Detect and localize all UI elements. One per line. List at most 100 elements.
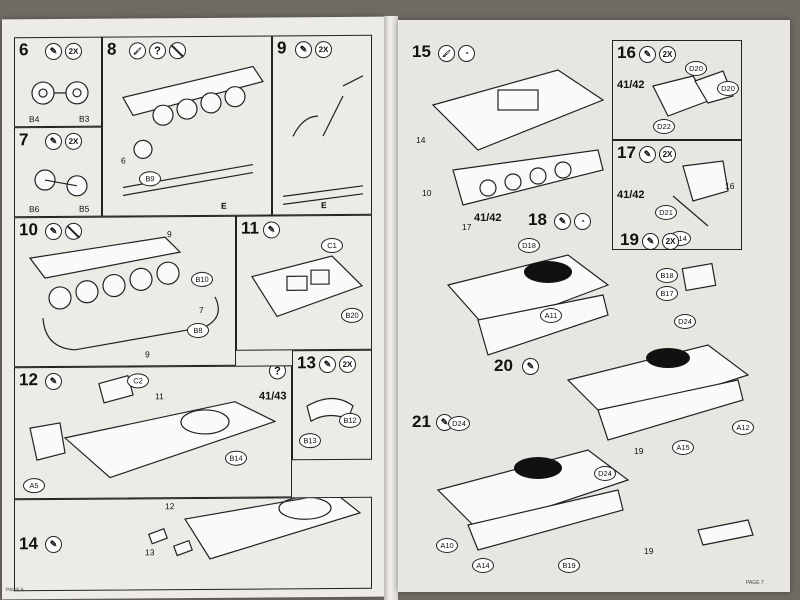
part-callout: A14 <box>472 558 494 573</box>
step-7-panel: 7 2X B6 B5 <box>14 126 102 218</box>
paint-reference: 41/42 <box>617 79 645 91</box>
part-label: 10 <box>422 188 432 198</box>
glue-icon <box>642 233 659 250</box>
part-label: 6 <box>121 155 126 166</box>
wheel-axle-diagram <box>34 169 88 197</box>
step-number: 21 <box>412 412 431 431</box>
part-label: 17 <box>462 222 472 232</box>
glue-icon <box>522 358 539 375</box>
page-footer: PAGE 7 <box>746 580 764 586</box>
glue-icon <box>554 213 571 230</box>
step-16-panel: 16 2X 41/42 D20 D20 D22 <box>612 40 742 140</box>
part-label: 14 <box>416 135 426 145</box>
hull-upper-diagram <box>431 69 605 206</box>
paint-reference: 41/43 <box>259 390 287 403</box>
step-14-panel: 14 12 13 <box>14 496 372 592</box>
step-6-panel: 6 2X B4 B3 <box>14 36 102 128</box>
step-number: 15 <box>412 42 431 61</box>
step-10-panel: 10 9 B10 7 B8 9 <box>14 215 236 368</box>
quantity-badge: 2X <box>662 233 679 250</box>
hull-rails-diagram <box>566 344 750 441</box>
step-number: 18 <box>528 210 547 229</box>
paint-reference: 41/42 <box>617 189 645 201</box>
hull-track-diagram <box>28 236 219 351</box>
part-label: 16 <box>725 181 735 191</box>
step-12-panel: 12 C2 11 B14 A5 ? 41/43 <box>14 365 292 500</box>
clock-icon: ◔ <box>458 45 475 62</box>
part-label: 13 <box>145 547 155 558</box>
part-label: 9 <box>167 229 172 240</box>
glue-icon <box>639 146 656 163</box>
part-label: E <box>321 200 327 211</box>
quantity-badge: 2X <box>659 146 676 163</box>
paint-reference: 41/42 <box>474 212 502 224</box>
wheel-diagram <box>31 81 89 105</box>
part-callout: A12 <box>732 420 754 435</box>
step-19-panel: 19 2X B18 B17 <box>616 228 742 312</box>
part-label: B4 <box>29 114 40 125</box>
hull-assembly-diagram <box>446 254 610 356</box>
part-callout: D18 <box>518 238 540 253</box>
part-label: 11 <box>155 391 164 402</box>
step-21-panel: 21 D24 D24 A10 A14 B19 19 <box>408 410 778 580</box>
part-label: 19 <box>644 546 654 556</box>
step-13-panel: 13 2X B13 B12 <box>292 349 372 461</box>
right-page: 15 ◔ 14 10 16 2X 41/42 D20 D20 D22 17 2X… <box>398 20 790 592</box>
part-callout: B10 <box>191 271 213 288</box>
step-8-panel: 8 ? 6 B9 E <box>102 35 272 217</box>
step-20-panel: 20 D24 A15 A12 19 <box>478 310 778 460</box>
part-label: 19 <box>634 446 644 456</box>
hull-wheels-diagram <box>122 65 264 197</box>
part-callout: B12 <box>339 412 361 428</box>
part-callout: B14 <box>225 450 247 466</box>
part-callout: D22 <box>653 119 675 134</box>
step-15-panel: 15 ◔ 14 10 <box>408 40 614 210</box>
box-assembly-diagram <box>672 160 729 227</box>
part-callout: D24 <box>594 466 616 481</box>
step-9-panel: 9 2X E <box>272 34 372 216</box>
part-label: B6 <box>29 204 40 215</box>
part-callout: A15 <box>672 440 694 455</box>
part-label: 12 <box>165 501 175 512</box>
step-17-panel: 17 2X 41/42 16 D21 D14 <box>612 140 742 250</box>
page-gutter <box>384 16 398 600</box>
part-callout: C1 <box>321 237 343 254</box>
part-callout: D20 <box>685 61 707 76</box>
part-callout: B9 <box>139 171 161 187</box>
step-number: 17 <box>617 143 636 162</box>
part-callout: B20 <box>341 307 363 323</box>
part-callout: D20 <box>717 81 739 96</box>
glue-icon <box>639 46 656 63</box>
part-label: 9 <box>145 349 150 360</box>
final-hull-diagram <box>436 449 754 551</box>
part-callout: D24 <box>448 416 470 431</box>
box-diagram <box>652 70 734 117</box>
interior-diagram <box>251 255 364 318</box>
quantity-badge: 2X <box>659 46 676 63</box>
step-number: 16 <box>617 43 636 62</box>
part-callout: B13 <box>299 433 321 449</box>
part-callout: B8 <box>187 322 209 339</box>
part-callout: C2 <box>127 373 149 389</box>
part-callout: B17 <box>656 286 678 301</box>
part-label: E <box>221 200 227 211</box>
hull-rear-diagram <box>148 497 362 560</box>
grille-diagram <box>681 262 717 292</box>
part-callout: B18 <box>656 268 678 283</box>
part-callout: A11 <box>540 308 562 323</box>
part-callout: D24 <box>674 314 696 329</box>
page-footer: PAGE 6 <box>6 587 24 594</box>
clock-icon: ◔ <box>574 213 591 230</box>
part-callout: A10 <box>436 538 458 553</box>
step-number: 20 <box>494 356 513 375</box>
part-label: 7 <box>199 304 204 315</box>
track-heat-diagram <box>282 75 364 205</box>
part-callout: D21 <box>655 205 677 220</box>
left-page: 6 2X B4 B3 7 2X B6 B5 8 ? <box>2 16 384 600</box>
paint-icon <box>438 45 455 62</box>
step-number: 19 <box>620 230 639 249</box>
part-label: B3 <box>79 113 90 124</box>
part-callout: A5 <box>23 478 45 494</box>
hull-top-diagram <box>29 374 277 479</box>
step-18-panel: 18 ◔ 41/42 17 D18 A11 <box>408 210 614 360</box>
